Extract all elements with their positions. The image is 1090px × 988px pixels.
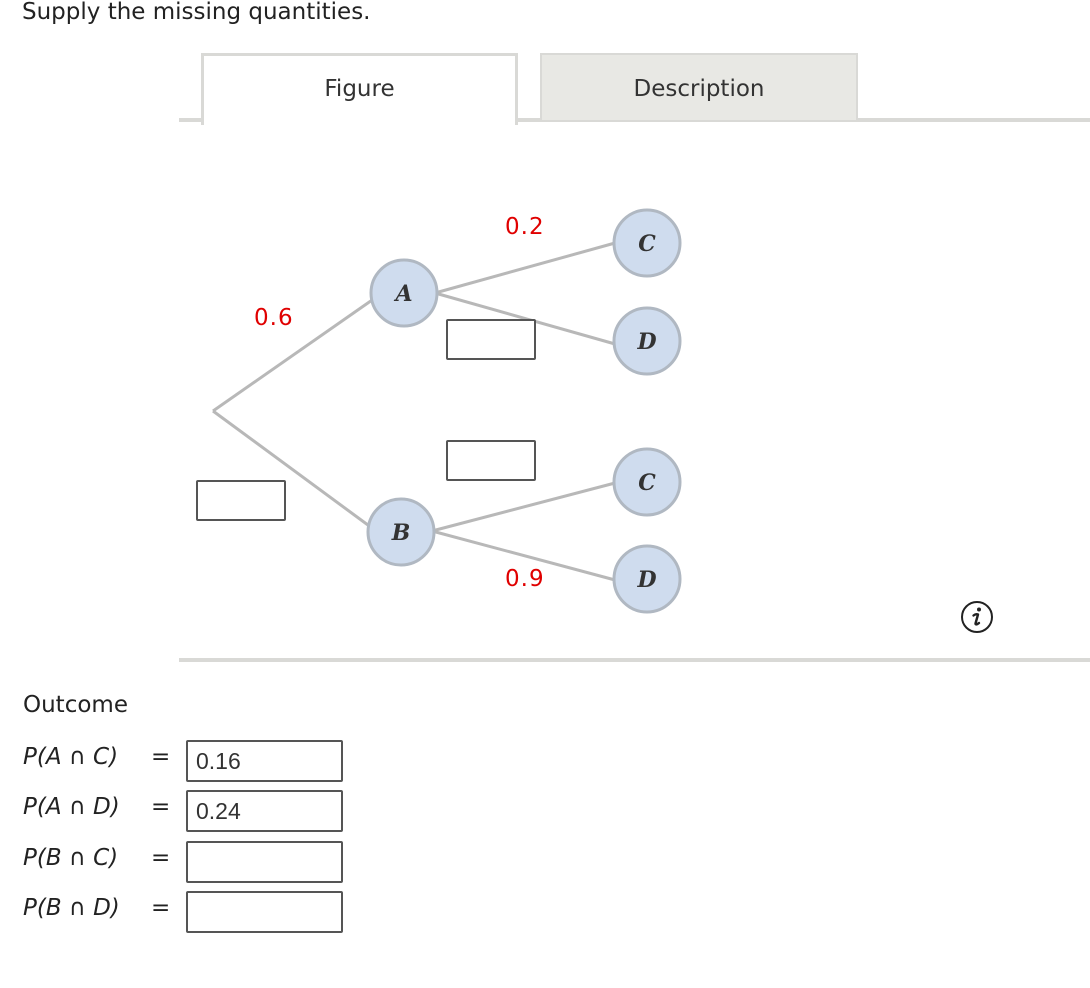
node-B-label: B (391, 520, 411, 546)
outcome-row-A-and-C: P(A ∩ C) = (23, 740, 353, 782)
node-A-label: A (393, 281, 412, 307)
outcome-input-B-and-C[interactable] (186, 841, 343, 883)
equals-sign: = (151, 895, 171, 921)
branch-A-to-D (434, 291, 616, 346)
node-A-C-label: C (638, 231, 656, 257)
info-circle-icon[interactable] (959, 599, 995, 635)
prob-root-to-B-input[interactable] (196, 480, 286, 521)
outcome-input-B-and-D[interactable] (186, 891, 343, 933)
node-B-C: C (612, 447, 682, 517)
outcome-label: P(A ∩ D) (23, 794, 120, 820)
equals-sign: = (151, 845, 171, 871)
prob-B-to-D: 0.9 (505, 566, 545, 592)
outcome-input-A-and-D[interactable] (186, 790, 343, 832)
outcome-row-B-and-C: P(B ∩ C) = (23, 841, 353, 883)
prob-B-to-C-input[interactable] (446, 440, 536, 481)
figure-panel-bottom-border (179, 658, 1090, 662)
equals-sign: = (151, 744, 171, 770)
outcome-input-A-and-C[interactable] (186, 740, 343, 782)
node-A-C: C (612, 208, 682, 278)
outcome-heading: Outcome (23, 692, 128, 718)
branch-B-to-D (431, 529, 616, 582)
tab-figure[interactable]: Figure (201, 53, 518, 125)
tab-description[interactable]: Description (540, 53, 858, 120)
tab-description-label: Description (633, 75, 765, 102)
tab-baseline (179, 118, 1090, 122)
node-B-C-label: C (638, 470, 656, 496)
prob-A-to-D-input[interactable] (446, 319, 536, 360)
tree-branches (212, 241, 616, 582)
node-B-D-label: D (636, 567, 656, 593)
outcome-label: P(A ∩ C) (23, 744, 119, 770)
node-B-D: D (612, 544, 682, 614)
outcome-label: P(B ∩ C) (23, 845, 119, 871)
branch-A-to-C (434, 241, 616, 295)
node-B: B (366, 497, 436, 567)
node-A: A (369, 258, 439, 328)
node-A-D: D (612, 306, 682, 376)
branch-root-to-A (212, 296, 376, 413)
branch-root-to-B (212, 409, 373, 530)
node-A-D-label: D (636, 329, 656, 355)
equals-sign: = (151, 794, 171, 820)
outcome-row-B-and-D: P(B ∩ D) = (23, 891, 353, 933)
outcome-row-A-and-D: P(A ∩ D) = (23, 790, 353, 832)
tab-figure-label: Figure (324, 75, 395, 102)
branch-B-to-C (431, 481, 616, 533)
prob-root-to-A: 0.6 (254, 305, 294, 331)
prob-A-to-C: 0.2 (505, 214, 545, 240)
instruction-text: Supply the missing quantities. (22, 0, 371, 25)
outcome-label: P(B ∩ D) (23, 895, 120, 921)
